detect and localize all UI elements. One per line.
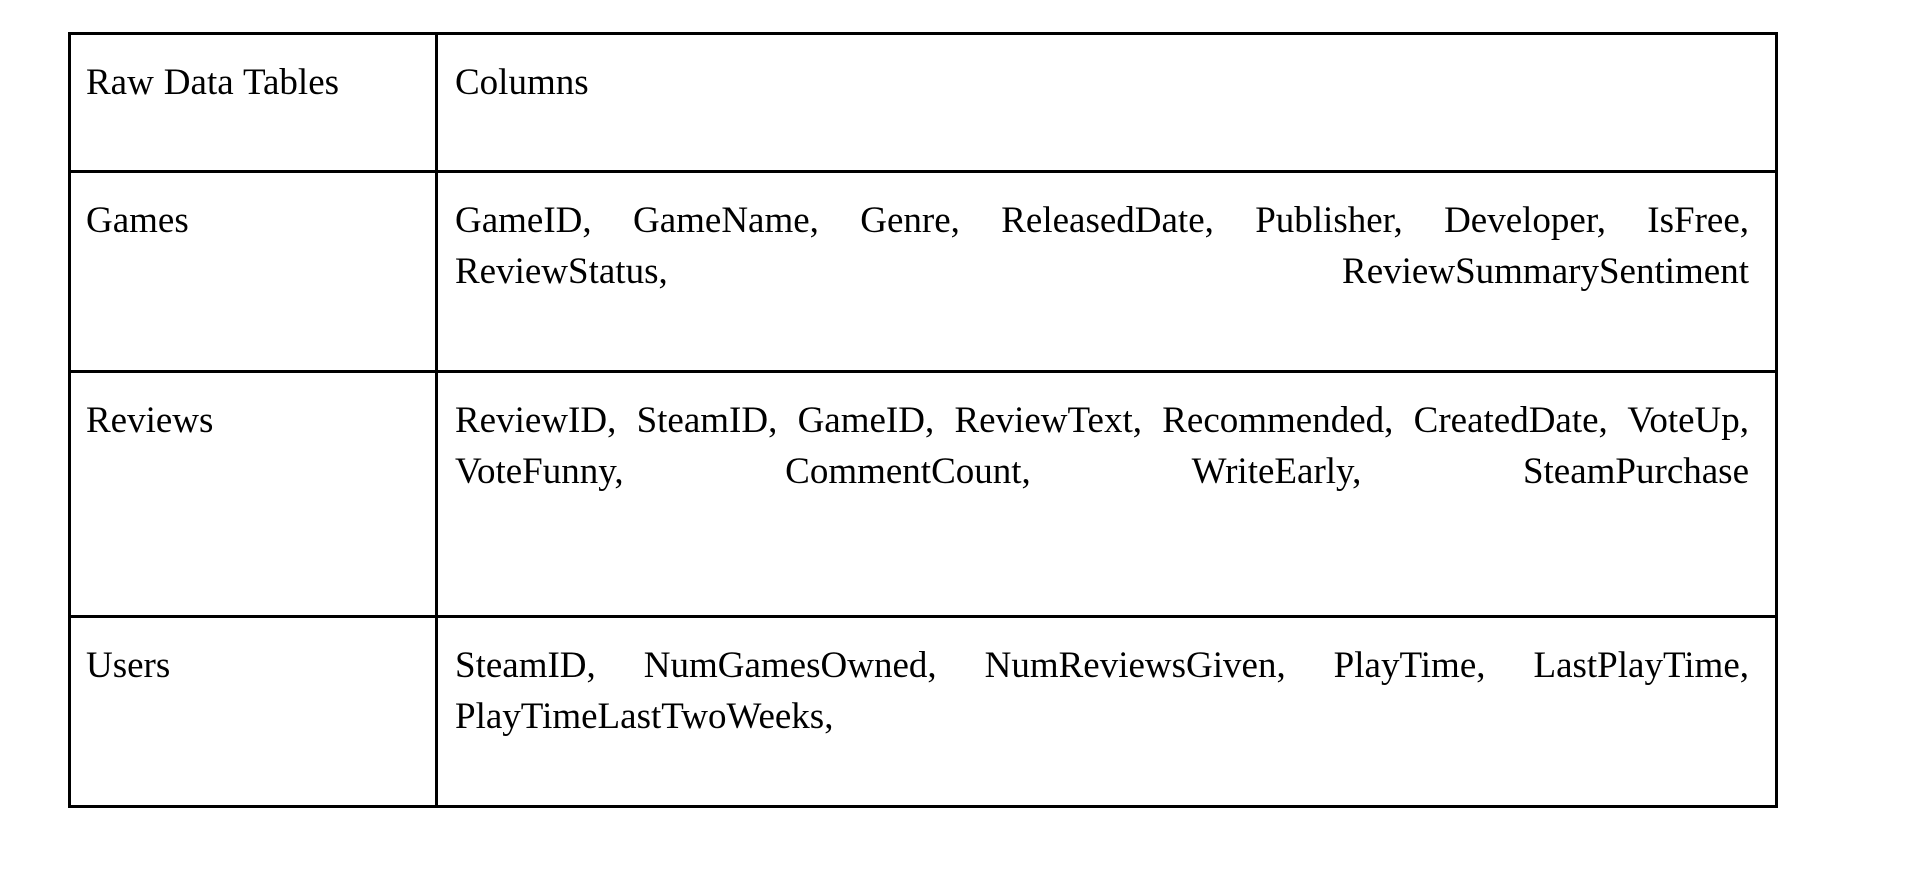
table-name-users: Users	[86, 645, 171, 686]
table-row: Games GameID, GameName, Genre, ReleasedD…	[68, 170, 1778, 373]
row-columns-cell-games: GameID, GameName, Genre, ReleasedDate, P…	[435, 170, 1778, 373]
header-label-columns: Columns	[455, 62, 589, 103]
row-name-cell-users: Users	[68, 615, 438, 808]
table-name-reviews: Reviews	[86, 400, 214, 441]
table-header-row: Raw Data Tables Columns	[68, 32, 1778, 173]
header-cell-columns: Columns	[435, 32, 1778, 173]
table-row: Reviews ReviewID, SteamID, GameID, Revie…	[68, 370, 1778, 618]
row-name-cell-reviews: Reviews	[68, 370, 438, 618]
columns-list-games: GameID, GameName, Genre, ReleasedDate, P…	[455, 200, 1749, 292]
table-name-games: Games	[86, 200, 189, 241]
table-row: Users SteamID, NumGamesOwned, NumReviews…	[68, 615, 1778, 808]
raw-data-tables-schema-table: Raw Data Tables Columns Games GameID, Ga…	[68, 32, 1778, 808]
header-label-raw-data-tables: Raw Data Tables	[86, 62, 340, 103]
row-columns-cell-reviews: ReviewID, SteamID, GameID, ReviewText, R…	[435, 370, 1778, 618]
row-name-cell-games: Games	[68, 170, 438, 373]
row-columns-cell-users: SteamID, NumGamesOwned, NumReviewsGiven,…	[435, 615, 1778, 808]
header-cell-raw-data-tables: Raw Data Tables	[68, 32, 438, 173]
columns-list-reviews: ReviewID, SteamID, GameID, ReviewText, R…	[455, 400, 1749, 492]
columns-list-users: SteamID, NumGamesOwned, NumReviewsGiven,…	[455, 645, 1749, 737]
